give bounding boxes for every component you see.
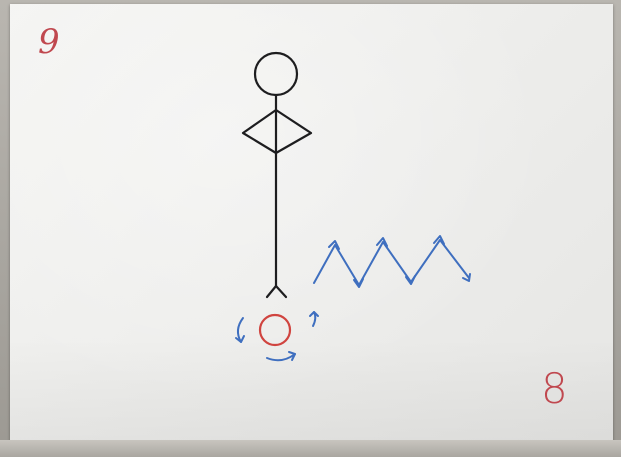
rotation-arrows xyxy=(236,312,318,360)
ball xyxy=(260,315,290,345)
zigzag-path-arrows xyxy=(314,236,470,287)
stick-figure-head xyxy=(255,53,297,95)
rotation-arrow-bottom xyxy=(267,354,295,360)
stick-figure-feet xyxy=(267,286,286,297)
card-number-bottom-right: 8 xyxy=(541,364,568,413)
stick-figure xyxy=(243,53,311,297)
card-number-top-left: 9 xyxy=(38,22,60,62)
